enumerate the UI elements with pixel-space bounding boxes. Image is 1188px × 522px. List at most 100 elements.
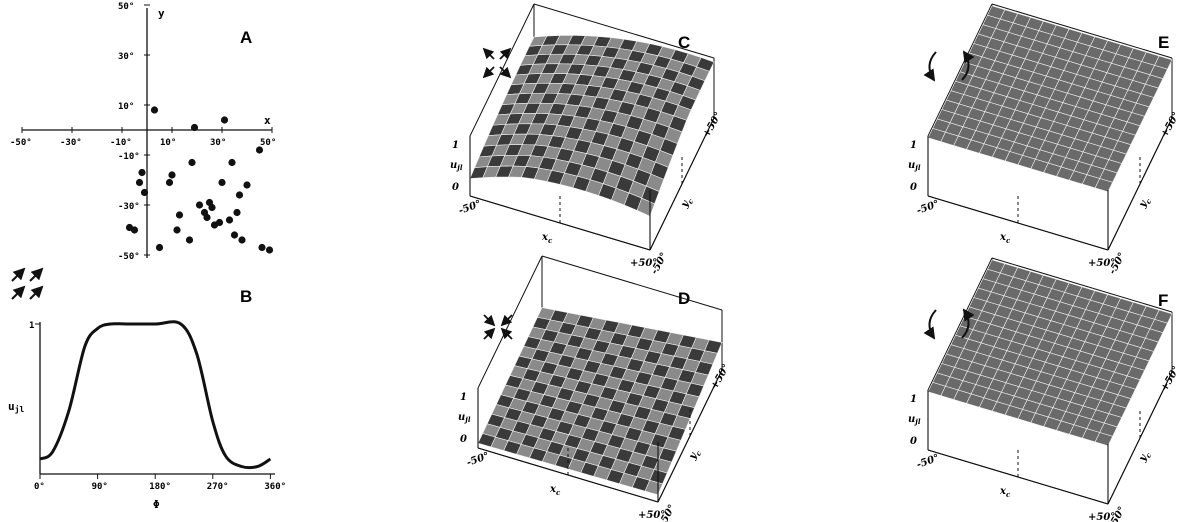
- yc-axis-label: yc: [1137, 449, 1154, 466]
- panel-c-label: C: [678, 33, 690, 52]
- x-min-label: -50°: [915, 453, 940, 471]
- b-curve: [39, 320, 272, 470]
- box-edge: [991, 3, 1173, 59]
- z-one-label: 1: [452, 140, 459, 151]
- x-tick-label: -50°: [10, 138, 32, 148]
- x-min-label: -50°: [465, 451, 490, 469]
- y-tick-label: -10°: [118, 152, 140, 162]
- xc-axis-label: xc: [999, 232, 1011, 245]
- scatter-point: [165, 178, 174, 187]
- b-x-tick-label: 360°: [264, 482, 286, 492]
- scatter-point: [228, 158, 236, 167]
- xc-axis-label: xc: [541, 232, 553, 245]
- scatter-point: [258, 243, 266, 252]
- contraction-arrows-icon: [483, 314, 513, 340]
- x-tick-label: 50°: [260, 138, 276, 148]
- x-axis-label: x: [264, 114, 271, 127]
- box-edge: [991, 257, 1173, 313]
- x-max-label: +50°: [1088, 512, 1115, 522]
- box-edge: [533, 3, 715, 59]
- xc-axis-label: xc: [999, 486, 1011, 499]
- box-edge: [927, 3, 993, 137]
- panel-a-points: [125, 106, 274, 254]
- scatter-point: [155, 243, 164, 252]
- scatter-point: [190, 123, 199, 132]
- b-x-tick-label: 270°: [207, 482, 229, 492]
- y-max-label: +50°: [709, 362, 732, 391]
- xc-axis-label: xc: [549, 484, 561, 497]
- b-y-tick-label: 1: [29, 321, 34, 331]
- x-max-label: +50°: [1088, 258, 1115, 269]
- x-max-label: +50°: [630, 258, 657, 269]
- y-tick-label: -50°: [118, 252, 140, 262]
- y-min-label: -50°: [649, 251, 670, 276]
- scatter-point: [235, 191, 244, 199]
- y-max-label: +50°: [1159, 110, 1182, 139]
- scatter-point: [138, 168, 146, 177]
- panel-a: A x y -50°-30°-10°10°30°50°50°30°10°-10°…: [10, 2, 276, 262]
- y-min-label: -50°: [1107, 251, 1128, 276]
- scatter-point: [238, 236, 246, 244]
- x-tick-label: -30°: [60, 138, 82, 148]
- scatter-point: [185, 236, 194, 244]
- scatter-point: [135, 178, 144, 187]
- z-one-label: 1: [910, 394, 917, 405]
- scatter-point: [125, 223, 134, 232]
- u-axis-label: ujl: [450, 160, 463, 172]
- scatter-point: [168, 171, 176, 179]
- scatter-point: [210, 221, 219, 229]
- translation-arrows-icon: [11, 267, 44, 300]
- scatter-point: [150, 106, 159, 114]
- panel-b-label: B: [240, 287, 252, 306]
- y-tick-label: -30°: [118, 202, 140, 212]
- x-tick-label: 30°: [210, 138, 226, 148]
- x-tick-label: -10°: [110, 138, 132, 148]
- panel-d-label: D: [678, 289, 690, 308]
- rotation-ccw-arrows-icon: [923, 308, 975, 340]
- surface-panels: 10ujl-50°+50°-50°+50°xcyc10ujl-50°+50°-5…: [450, 3, 1182, 522]
- scatter-point: [243, 181, 251, 189]
- y-tick-label: 50°: [118, 2, 134, 12]
- rotation-cw-arrows-icon: [923, 50, 975, 82]
- scatter-point: [218, 178, 226, 187]
- panel-f-label: F: [1158, 291, 1168, 310]
- z-one-label: 1: [910, 140, 917, 151]
- scatter-point: [255, 146, 264, 154]
- scatter-point: [265, 246, 274, 254]
- scatter-point: [220, 116, 229, 124]
- scatter-point: [188, 158, 196, 167]
- surface-cell: [1094, 178, 1113, 193]
- scatter-point: [195, 201, 204, 209]
- scatter-point: [175, 211, 184, 219]
- b-y-axis-label: ujl: [8, 400, 24, 414]
- panel-b-ticks: 0° 90° 180° 270° 360° 1: [29, 321, 286, 492]
- panel-b: B ujl Φ 0°90°180°270°360°1: [8, 267, 286, 511]
- panel-e-label: E: [1158, 33, 1169, 52]
- scatter-point: [208, 203, 216, 212]
- panel-a-label: A: [240, 28, 252, 47]
- scatter-point: [230, 231, 239, 239]
- panel-a-ticks: -50°-30°-10°10°30°50°50°30°10°-10°-30°-5…: [10, 2, 276, 262]
- scatter-point: [140, 188, 149, 197]
- expansion-arrows-icon: [482, 47, 512, 79]
- z-one-label: 1: [460, 392, 467, 403]
- z-zero-label: 0: [460, 434, 467, 445]
- b-x-tick-label: 180°: [149, 482, 171, 492]
- scatter-point: [173, 226, 181, 234]
- box-edge: [541, 255, 723, 311]
- u-axis-label: ujl: [458, 412, 471, 424]
- surface-cell: [1094, 432, 1113, 447]
- y-max-label: +50°: [1159, 364, 1182, 393]
- scatter-point: [200, 208, 209, 217]
- b-x-tick-label: 0°: [34, 482, 45, 492]
- yc-axis-label: yc: [687, 447, 704, 464]
- b-x-tick-label: 90°: [92, 482, 108, 492]
- y-tick-label: 30°: [118, 52, 134, 62]
- u-axis-label: ujl: [908, 160, 921, 172]
- z-zero-label: 0: [910, 436, 917, 447]
